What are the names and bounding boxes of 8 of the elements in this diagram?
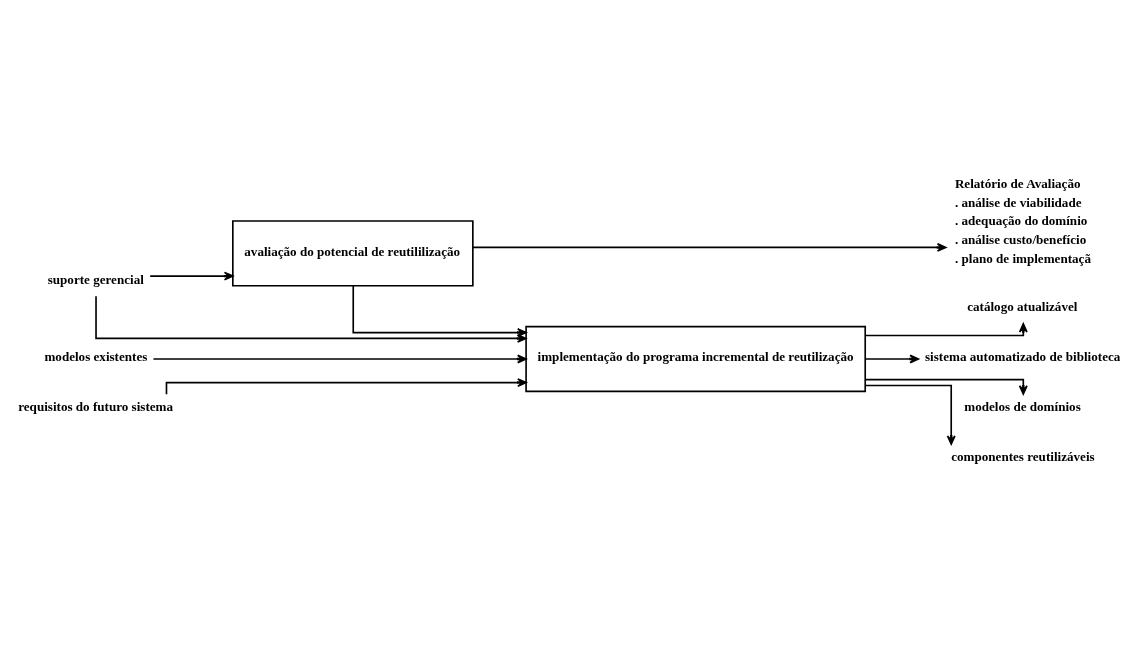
node-text: sistema automatizado de biblioteca [925, 348, 1121, 364]
node-text: modelos existentes [44, 348, 148, 364]
node-text: Relatório de Avaliação . análise de viabilidade . adequação do domínio . análise custo/benefício . plano de implementaçã [954, 175, 1091, 266]
node-text: requisitos do futuro sistema [18, 398, 174, 414]
node-text: componentes reutilizáveis [951, 448, 1095, 464]
node-text: suporte gerencial [47, 271, 144, 287]
node-text: modelos de domínios [964, 398, 1081, 414]
node-text: catálogo atualizável [967, 298, 1078, 314]
